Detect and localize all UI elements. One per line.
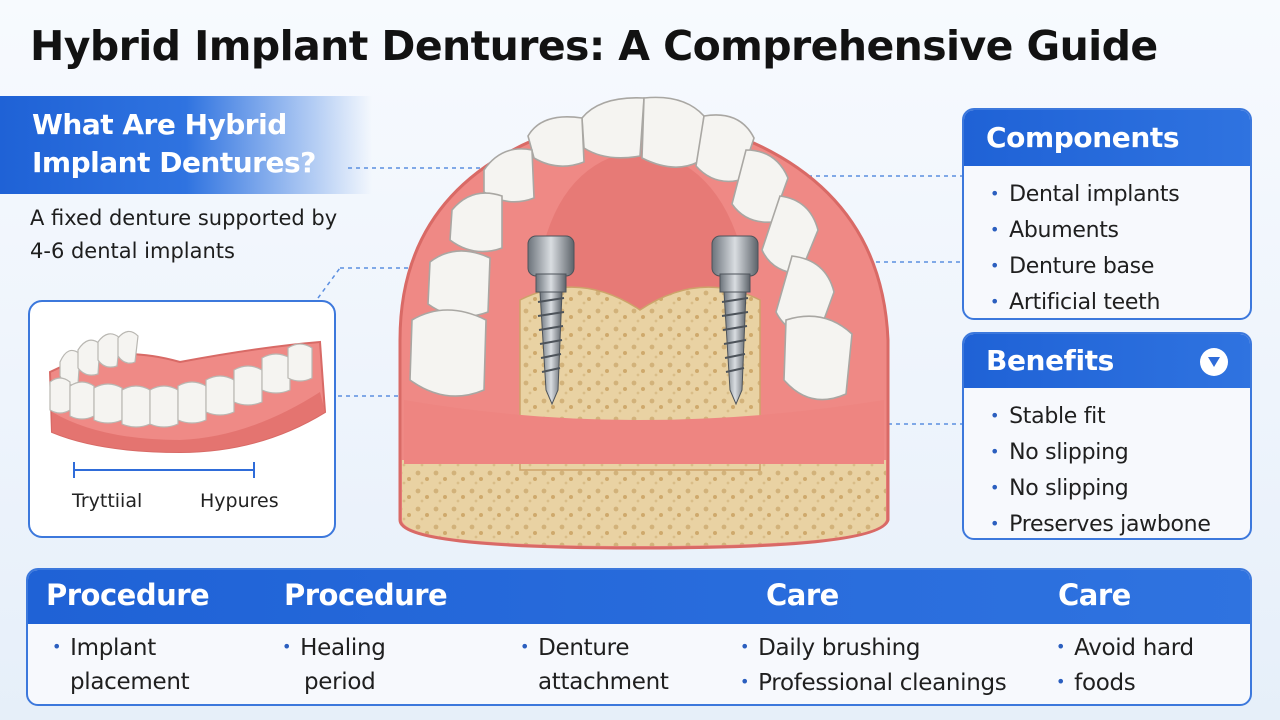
procedure-care-header: Procedure Procedure Care Care [28, 570, 1250, 624]
benefits-list: Stable fit No slipping No slipping Prese… [964, 388, 1250, 538]
list-item: Dental implants [990, 176, 1250, 212]
care-heading-2: Care [1058, 578, 1131, 612]
implant-right [711, 235, 759, 406]
benefits-heading: Benefits [986, 344, 1114, 377]
heart-icon [1200, 348, 1228, 376]
definition-text: A fixed denture supported by 4-6 dental … [30, 206, 338, 263]
components-card: Components Dental implants Abuments Dent… [962, 108, 1252, 320]
procedure-heading-1: Procedure [46, 578, 210, 612]
implant-left [527, 235, 575, 406]
components-heading: Components [964, 110, 1250, 166]
procedure-care-panel: Procedure Procedure Care Care •Implant p… [26, 568, 1252, 706]
care-tips-cleaning: •Daily brushing •Professional cleanings [740, 635, 1007, 696]
denture-inset-box: Tryttiial Hypures [28, 300, 336, 538]
benefits-card: Benefits Stable fit No slipping No slipp… [962, 332, 1252, 540]
care-heading-1: Care [766, 578, 839, 612]
procedure-step-healing-period: •Healing period [282, 635, 386, 695]
procedure-heading-2: Procedure [284, 578, 448, 612]
list-item: Preserves jawbone [990, 506, 1250, 538]
list-item: No slipping [990, 470, 1250, 506]
inset-label-left: Tryttiial [72, 490, 143, 512]
benefits-header: Benefits [964, 334, 1250, 388]
list-item: Stable fit [990, 398, 1250, 434]
what-heading-line-2: Implant Dentures? [32, 146, 316, 179]
procedure-step-implant-placement: •Implant placement [52, 635, 190, 695]
list-item: Abuments [990, 212, 1250, 248]
what-are-heading-banner: What Are Hybrid Implant Dentures? [0, 96, 372, 194]
full-denture-illustration [48, 330, 327, 478]
components-list: Dental implants Abuments Denture base Ar… [964, 166, 1250, 318]
list-item: No slipping [990, 434, 1250, 470]
what-heading-line-1: What Are Hybrid [32, 108, 287, 141]
list-item: Artificial teeth [990, 284, 1250, 318]
artificial-teeth [409, 96, 853, 401]
inset-label-right: Hypures [200, 490, 279, 512]
list-item: Denture base [990, 248, 1250, 284]
care-tips-diet: •Avoid hard •foods [1056, 635, 1194, 696]
page-title: Hybrid Implant Dentures: A Comprehensive… [30, 22, 1158, 70]
procedure-step-denture-attachment: •Denture attachment [520, 635, 669, 695]
